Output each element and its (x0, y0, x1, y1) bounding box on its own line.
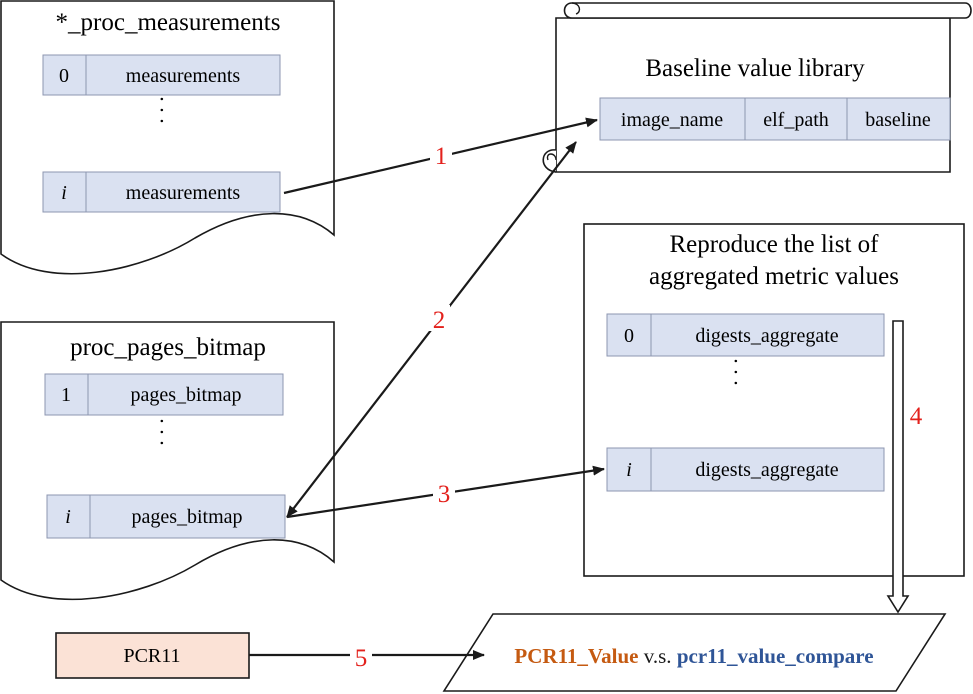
box-title-line1: Reproduce the list of (670, 231, 880, 258)
row-index: 1 (61, 384, 71, 406)
step-label-3: 3 (438, 481, 451, 508)
pcr11-box: PCR11 (55, 632, 250, 679)
scroll-top-curl-inner (571, 2, 581, 15)
proc-measurements-doc: *_proc_measurements 0 measurements . . .… (0, 0, 335, 275)
field-cell-elf-path (744, 97, 848, 141)
row-value: measurements (126, 182, 241, 204)
baseline-library-scroll: Baseline value library image_name elf_pa… (542, 2, 972, 173)
comparison-parallelogram: PCR11_Value v.s. pcr11_value_compare (442, 613, 947, 692)
document-shape (0, 321, 335, 601)
step-label-4: 4 (910, 403, 923, 430)
aggregate-list-box: Reproduce the list of aggregated metric … (583, 223, 965, 577)
field-image-name: image_name (621, 109, 723, 131)
vertical-ellipsis: . . . (156, 418, 181, 446)
comparison-text: PCR11_Value v.s. pcr11_value_compare (514, 644, 873, 668)
value-cell (85, 54, 281, 96)
row-index: i (61, 182, 67, 204)
vs-text: v.s. (639, 644, 677, 668)
row-value: measurements (126, 65, 241, 87)
index-cell (42, 54, 87, 96)
table-row: 0 measurements (42, 54, 281, 96)
step-label-2: 2 (433, 307, 446, 334)
proc-pages-bitmap-doc: proc_pages_bitmap 1 pages_bitmap . . . i… (0, 321, 335, 601)
table-row: i measurements (42, 171, 281, 213)
doc-title: proc_pages_bitmap (70, 334, 266, 361)
pcr11-compare-text: pcr11_value_compare (677, 644, 874, 668)
row-value: digests_aggregate (695, 459, 838, 481)
scroll-top-curl (563, 2, 972, 19)
value-cell (650, 313, 885, 357)
step-labels: 1 2 3 4 5 (350, 142, 923, 672)
row-value: digests_aggregate (695, 325, 838, 347)
field-cell-baseline (846, 97, 951, 141)
scroll-body (555, 17, 951, 173)
document-shape (0, 0, 335, 275)
value-cell (650, 447, 885, 492)
pcr11-label: PCR11 (123, 645, 180, 667)
library-title: Baseline value library (645, 55, 865, 82)
row-value: pages_bitmap (130, 384, 241, 406)
value-cell (87, 373, 284, 416)
table-row: 0 digests_aggregate (606, 313, 885, 357)
box-title-line2: aggregated metric values (649, 263, 899, 290)
table-row: 1 pages_bitmap (44, 373, 284, 416)
vertical-ellipsis: . . . (156, 96, 181, 124)
value-cell (85, 171, 281, 213)
parallelogram-shape (442, 613, 947, 692)
arrow-4-hollow (886, 320, 910, 614)
doc-title: *_proc_measurements (56, 9, 281, 36)
row-index: 0 (59, 65, 69, 87)
index-cell (42, 171, 87, 213)
row-index: i (65, 506, 71, 528)
row-value: pages_bitmap (131, 506, 242, 528)
field-elf-path: elf_path (763, 109, 829, 131)
vertical-ellipsis: . . . (730, 358, 755, 386)
pcr11-rect (55, 632, 250, 679)
pcr11-value-text: PCR11_Value (514, 644, 638, 668)
table-row: i pages_bitmap (46, 494, 286, 539)
value-cell (89, 494, 286, 539)
step-label-1: 1 (435, 143, 448, 170)
table-row: i digests_aggregate (606, 447, 885, 492)
index-cell (44, 373, 89, 416)
step-label-5: 5 (355, 645, 368, 672)
field-baseline: baseline (865, 109, 931, 131)
field-cell-image-name (599, 97, 746, 141)
row-index: i (626, 459, 632, 481)
index-cell (46, 494, 91, 539)
row-index: 0 (624, 325, 634, 347)
